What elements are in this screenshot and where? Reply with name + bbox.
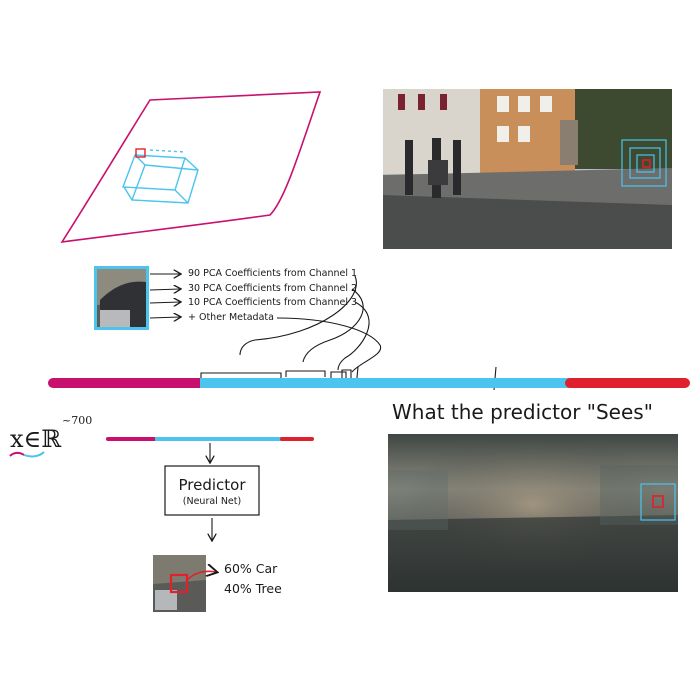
- vector-notation: x∈ℝ: [10, 425, 61, 453]
- street-photo: [383, 89, 672, 249]
- real-numbers-symbol: ℝ: [41, 425, 62, 453]
- predictor-subtitle: (Neural Net): [182, 496, 242, 507]
- prediction-car: 60% Car: [224, 561, 278, 576]
- element-of-symbol: ∈: [23, 425, 42, 453]
- predictor-view-image: [388, 434, 678, 592]
- inner-boxes-sketch: [122, 149, 199, 204]
- coefficient-channel-3-label: 10 PCA Coefficients from Channel 3: [188, 297, 358, 308]
- sees-heading: What the predictor "Sees": [392, 400, 653, 424]
- prediction-thumbnail: [153, 555, 216, 612]
- predictor-box: [164, 465, 260, 516]
- coefficient-arrows: [149, 274, 180, 318]
- coefficient-channel-1-label: 90 PCA Coefficients from Channel 1: [188, 268, 358, 279]
- crop-thumbnail: [94, 266, 149, 330]
- outer-plane-outline: [60, 91, 322, 244]
- dimension-exponent: ~700: [62, 414, 93, 427]
- metadata-label: + Other Metadata: [188, 312, 274, 323]
- predictor-title: Predictor: [178, 476, 246, 494]
- x-underline: [9, 451, 45, 458]
- coefficient-channel-2-label: 30 PCA Coefficients from Channel 2: [188, 283, 358, 294]
- predictor-arrows: [210, 443, 212, 540]
- mapping-curves: [239, 275, 382, 373]
- perspective-sketch: [60, 91, 322, 244]
- prediction-tree: 40% Tree: [224, 581, 282, 596]
- x-symbol: x: [10, 425, 24, 453]
- inner-red-box: [135, 148, 146, 158]
